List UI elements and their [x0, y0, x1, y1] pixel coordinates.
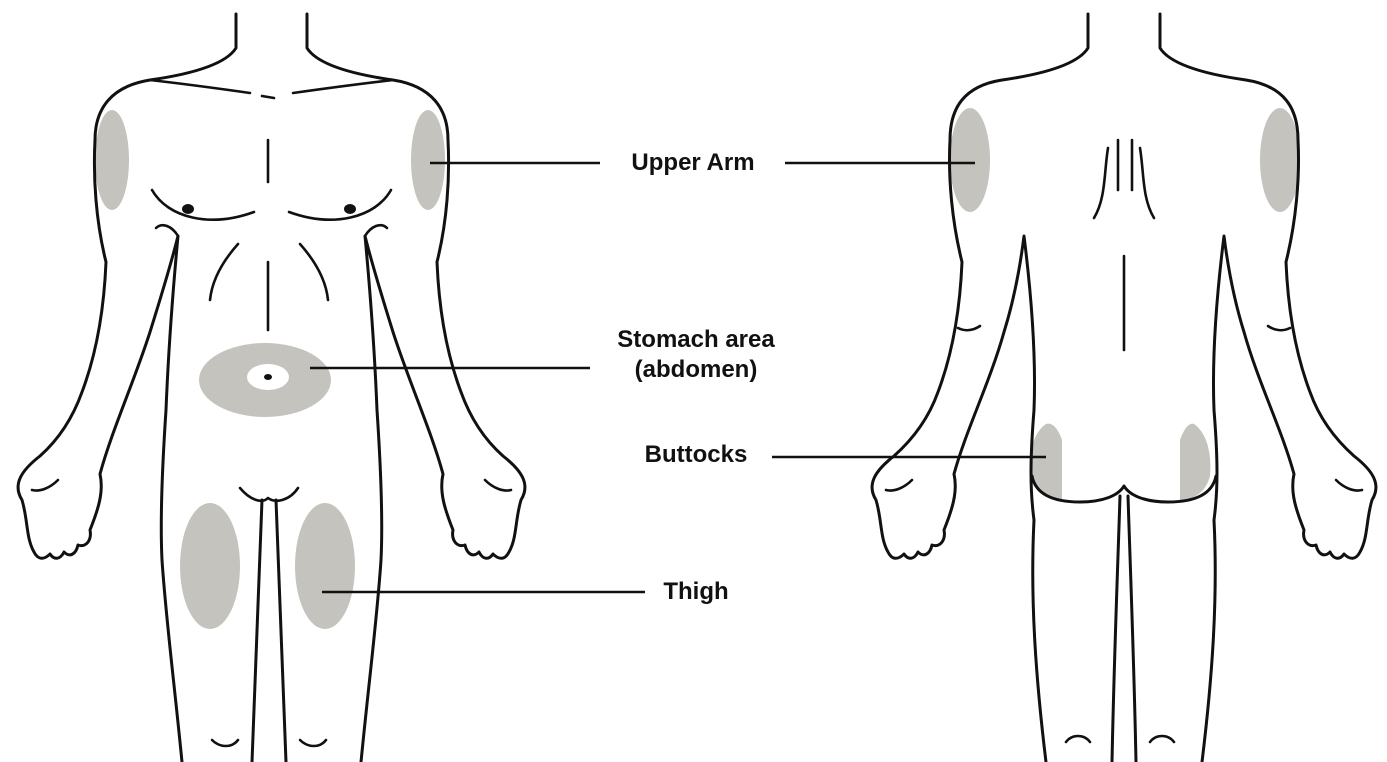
front-sternum-notch — [262, 96, 274, 98]
front-pectoral-left — [152, 190, 254, 220]
label-upper-arm: Upper Arm — [631, 148, 754, 178]
back-inner-leg-right — [1128, 496, 1136, 762]
buttocks-site-left — [1030, 424, 1062, 500]
front-nipple-left — [182, 204, 194, 214]
back-knee-left — [1066, 736, 1090, 742]
front-thumb-left — [32, 480, 58, 491]
label-stomach-line1: Stomach area — [617, 325, 774, 355]
back-thumb-left — [886, 480, 912, 491]
front-knee-right — [300, 740, 326, 746]
thigh-site-left — [180, 503, 240, 629]
label-stomach-line2: (abdomen) — [617, 355, 774, 385]
front-knee-left — [212, 740, 238, 746]
front-upper-arm-site-right — [411, 110, 445, 210]
thigh-site-right — [295, 503, 355, 629]
front-thumb-right — [485, 480, 511, 491]
back-inner-leg-left — [1112, 496, 1120, 762]
front-armpit-left — [156, 225, 178, 236]
label-buttocks: Buttocks — [645, 440, 748, 470]
back-scapula-right — [1140, 148, 1154, 218]
front-inner-leg-left — [252, 500, 262, 762]
navel — [264, 374, 272, 380]
front-clavicle-right — [293, 80, 393, 93]
front-nipple-right — [344, 204, 356, 214]
front-view-figure — [18, 14, 525, 762]
label-upper-arm-text: Upper Arm — [631, 148, 754, 178]
back-scapula-left — [1094, 148, 1108, 218]
front-clavicle-left — [150, 80, 250, 93]
back-elbow-right — [1268, 326, 1290, 330]
front-upper-arm-site-left — [95, 110, 129, 210]
label-stomach-area: Stomach area (abdomen) — [617, 325, 774, 385]
back-knee-right — [1150, 736, 1174, 742]
back-view-figure — [872, 14, 1376, 762]
back-thumb-right — [1336, 480, 1362, 491]
front-pectoral-right — [289, 190, 391, 220]
label-thigh-text: Thigh — [663, 577, 728, 607]
front-ribcage-right — [300, 244, 328, 300]
label-thigh: Thigh — [663, 577, 728, 607]
front-ribcage-left — [210, 244, 238, 300]
back-elbow-left — [958, 326, 980, 330]
back-upper-arm-site-right — [1260, 108, 1300, 212]
buttocks-site-right — [1180, 424, 1210, 500]
label-buttocks-text: Buttocks — [645, 440, 748, 470]
front-armpit-right — [365, 225, 387, 236]
back-upper-arm-site-left — [950, 108, 990, 212]
front-crotch-line — [240, 488, 298, 501]
front-inner-leg-right — [276, 500, 286, 762]
